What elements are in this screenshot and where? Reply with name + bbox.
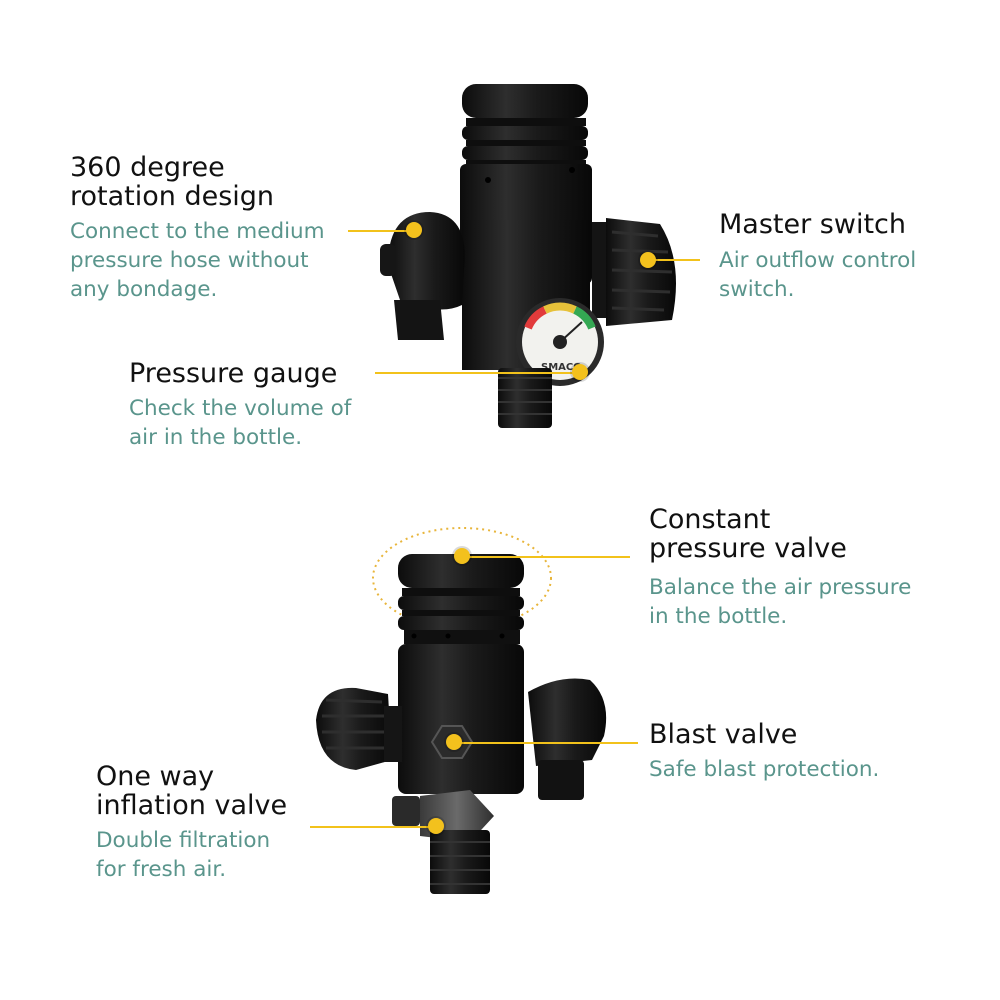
constant-desc-line-1: Balance the air pressure xyxy=(649,575,912,600)
rotation-title: 360 degree rotation design xyxy=(70,153,274,211)
rotation-title-line-1: 360 degree xyxy=(70,152,225,183)
constant-marker-dot xyxy=(454,548,470,564)
gauge-title: Pressure gauge xyxy=(129,359,337,388)
rotation-desc-line-2: pressure hose without xyxy=(70,248,309,273)
inflation-title: One way inflation valve xyxy=(96,762,287,820)
constant-description: Balance the air pressure in the bottle. xyxy=(649,573,911,631)
inflation-title-line-2: inflation valve xyxy=(96,790,288,821)
rotation-desc-line-1: Connect to the medium xyxy=(70,219,325,244)
master-desc-line-2: switch. xyxy=(719,277,795,302)
inflation-desc-line-2: for fresh air. xyxy=(96,857,227,882)
blast-title-line-1: Blast valve xyxy=(649,719,798,750)
gauge-brand-text: SMACO xyxy=(541,362,582,373)
master-marker-dot xyxy=(640,252,656,268)
gauge-title-line-1: Pressure gauge xyxy=(129,358,338,389)
master-title: Master switch xyxy=(719,210,906,239)
rotation-desc-line-3: any bondage. xyxy=(70,277,218,302)
constant-leader-line xyxy=(462,556,630,558)
inflation-marker-dot xyxy=(428,818,444,834)
inflation-desc-line-1: Double filtration xyxy=(96,828,271,853)
inflation-title-line-1: One way xyxy=(96,761,215,792)
rotation-leader-line xyxy=(348,230,414,232)
constant-desc-line-2: in the bottle. xyxy=(649,604,788,629)
rotation-title-line-2: rotation design xyxy=(70,181,275,212)
inflation-description: Double filtration for fresh air. xyxy=(96,826,270,884)
rotation-description: Connect to the medium pressure hose with… xyxy=(70,217,325,304)
gauge-desc-line-2: air in the bottle. xyxy=(129,425,303,450)
constant-title: Constant pressure valve xyxy=(649,505,847,563)
blast-leader-line xyxy=(454,742,638,744)
blast-title: Blast valve xyxy=(649,720,797,749)
inflation-leader-line xyxy=(310,826,436,828)
blast-marker-dot xyxy=(446,734,462,750)
constant-title-line-2: pressure valve xyxy=(649,533,847,564)
gauge-desc-line-1: Check the volume of xyxy=(129,396,352,421)
constant-title-line-1: Constant xyxy=(649,504,771,535)
blast-description: Safe blast protection. xyxy=(649,755,879,784)
rotation-marker-dot xyxy=(406,222,422,238)
gauge-leader-line xyxy=(375,372,580,374)
master-description: Air outflow control switch. xyxy=(719,246,916,304)
gauge-description: Check the volume of air in the bottle. xyxy=(129,394,351,452)
master-leader-line xyxy=(648,259,700,261)
master-desc-line-1: Air outflow control xyxy=(719,248,917,273)
gauge-marker-dot xyxy=(572,364,588,380)
master-title-line-1: Master switch xyxy=(719,209,906,240)
blast-desc-line-1: Safe blast protection. xyxy=(649,757,880,782)
